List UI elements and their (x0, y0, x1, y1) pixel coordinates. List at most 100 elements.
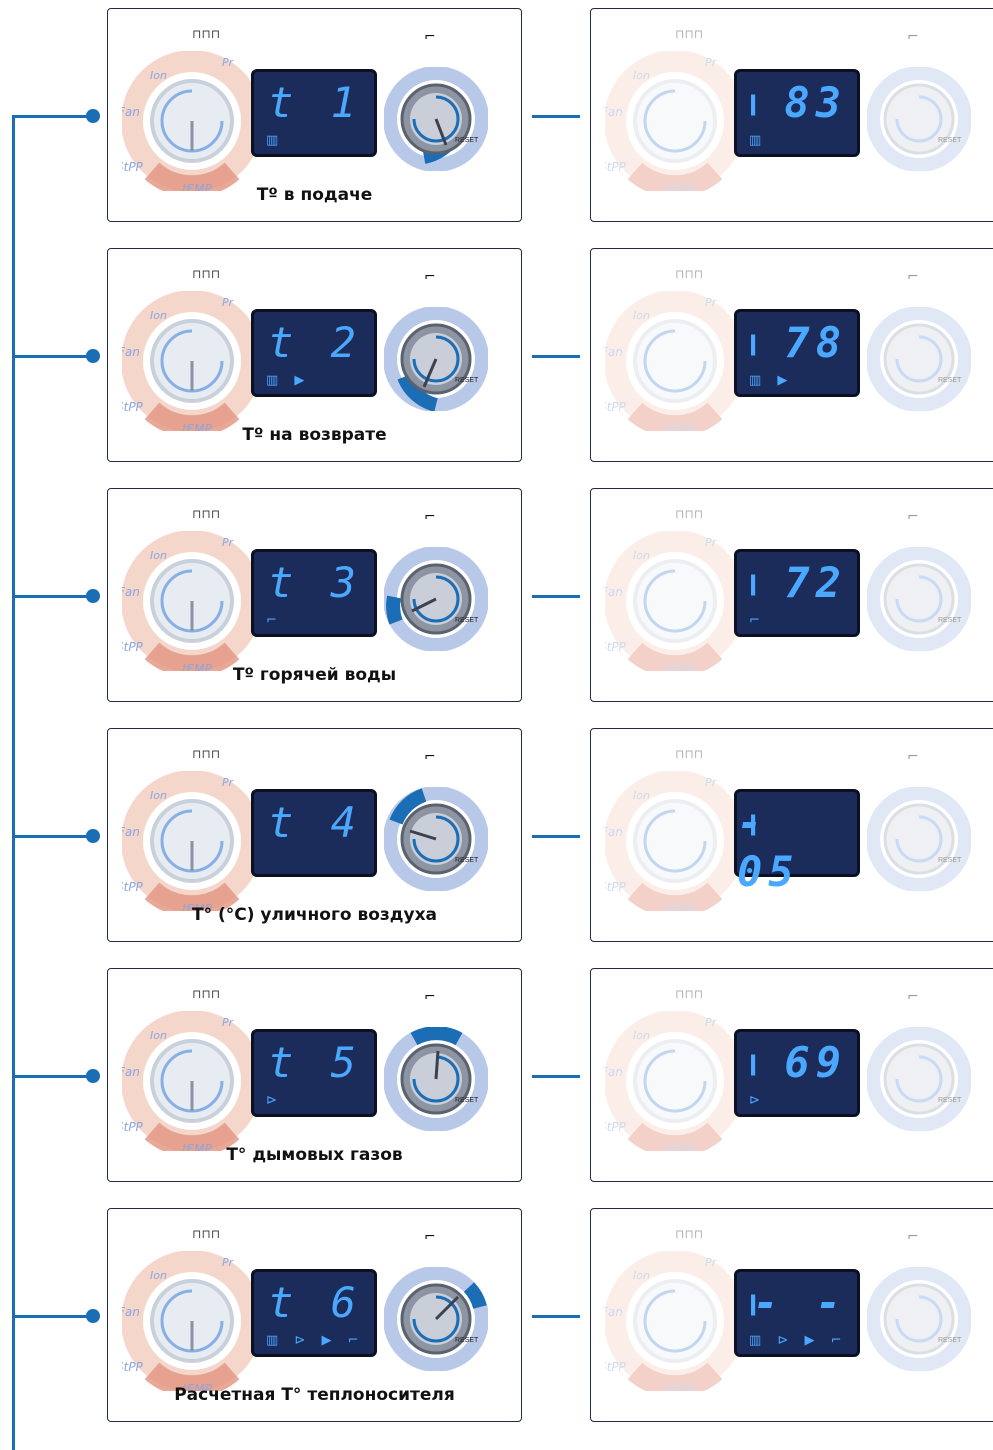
parameter-value-panel: Ion Pr Fan StPP tEMP ⊓⊓⊓ ⌐ ǀ - 05 RESET (590, 728, 993, 942)
parameter-code-panel: Ion Pr Fan StPP tEMP ⊓⊓⊓ ⌐ t 3 ⌐ RESET (107, 488, 522, 702)
dial-label-temp: tEMP (665, 1142, 696, 1151)
selector-knob[interactable] (384, 787, 488, 891)
dial-label-stpp: StPP (605, 640, 627, 654)
lcd-display: ǀ 69 ⊳ (734, 1029, 860, 1117)
left-mode-dial: Ion Pr Fan StPP tEMP (605, 531, 745, 671)
selector-knob[interactable] (867, 307, 971, 411)
connector-to-value (532, 115, 580, 118)
dial-label-stpp: StPP (605, 880, 627, 894)
tap-icon: ⌐ (424, 749, 436, 765)
connector-to-value (532, 595, 580, 598)
tap-icon: ⌐ (424, 989, 436, 1005)
parameter-code: t 1 (268, 78, 362, 127)
tap-icon: ⌐ (424, 509, 436, 525)
parameter-value: 78 (784, 318, 847, 367)
reset-label: RESET (938, 1097, 962, 1104)
radiator-icon: ⊓⊓⊓ (192, 987, 221, 1001)
parameter-code: t 6 (268, 1278, 362, 1327)
menu-row: Ion Pr Fan StPP tEMP ⊓⊓⊓ ⌐ t 6 ▥ ⊳ ▶ ⌐ R… (0, 1200, 993, 1422)
radiator-icon: ⊓⊓⊓ (675, 747, 704, 761)
connector-vertical-line (12, 115, 15, 1450)
dial-label-temp: tEMP (665, 422, 696, 431)
reset-label: RESET (938, 137, 962, 144)
lcd-display: ǀ 78 ▥ ▶ (734, 309, 860, 397)
dial-label-temp: tEMP (665, 182, 696, 191)
radiator-icon: ⊓⊓⊓ (192, 267, 221, 281)
parameter-code: t 3 (268, 558, 362, 607)
selector-knob[interactable] (384, 1267, 488, 1371)
dial-label-ion: Ion (633, 1269, 650, 1282)
dial-label-ion: Ion (633, 789, 650, 802)
connector-dot (86, 829, 100, 843)
dial-label-temp: tEMP (665, 662, 696, 671)
left-mode-dial: Ion Pr Fan StPP tEMP (605, 51, 745, 191)
dial-label-pr: Pr (705, 56, 718, 69)
dial-label-temp: tEMP (182, 1142, 213, 1151)
connector-dot (86, 589, 100, 603)
left-mode-dial: Ion Pr Fan StPP tEMP (122, 1251, 262, 1391)
reset-label: RESET (938, 1337, 962, 1344)
connector-dot (86, 109, 100, 123)
left-mode-dial: Ion Pr Fan StPP tEMP (605, 291, 745, 431)
dial-label-stpp: StPP (122, 160, 144, 174)
dial-label-pr: Pr (222, 296, 235, 309)
lcd-display: t 4 (251, 789, 377, 877)
lcd-display: ǀ 72 ⌐ (734, 549, 860, 637)
lcd-display: ǀ 83 ▥ (734, 69, 860, 157)
thermometer-icon: ǀ (749, 332, 758, 357)
selector-knob[interactable] (867, 67, 971, 171)
lcd-status-icons: ⊳ (749, 1093, 766, 1108)
dial-label-temp: tEMP (665, 902, 696, 911)
selector-knob[interactable] (384, 547, 488, 651)
parameter-code-panel: Ion Pr Fan StPP tEMP ⊓⊓⊓ ⌐ t 4 RESET T (107, 728, 522, 942)
dial-label-stpp: StPP (122, 400, 144, 414)
parameter-code-panel: Ion Pr Fan StPP tEMP ⊓⊓⊓ ⌐ t 1 ▥ RESET (107, 8, 522, 222)
dial-label-fan: Fan (122, 585, 140, 599)
selector-knob[interactable] (867, 1267, 971, 1371)
lcd-status-icons: ▥ ▶ (266, 373, 311, 388)
selector-knob[interactable] (384, 307, 488, 411)
radiator-icon: ⊓⊓⊓ (675, 987, 704, 1001)
selector-knob[interactable] (867, 547, 971, 651)
dial-label-pr: Pr (222, 536, 235, 549)
dial-label-fan: Fan (122, 105, 140, 119)
parameter-value: 83 (784, 78, 847, 127)
left-mode-dial: Ion Pr Fan StPP tEMP (122, 291, 262, 431)
menu-row: Ion Pr Fan StPP tEMP ⊓⊓⊓ ⌐ t 1 ▥ RESET (0, 0, 993, 222)
reset-label: RESET (455, 857, 479, 864)
selector-knob[interactable] (867, 1027, 971, 1131)
dial-label-pr: Pr (222, 1016, 235, 1029)
lcd-display: ǀ - - ▥ ⊳ ▶ ⌐ (734, 1269, 860, 1357)
dial-label-temp: tEMP (665, 1382, 696, 1391)
connector-dot (86, 1309, 100, 1323)
dial-label-stpp: StPP (122, 1360, 144, 1374)
dial-label-temp: tEMP (182, 182, 213, 191)
selector-knob[interactable] (867, 787, 971, 891)
selector-knob[interactable] (384, 67, 488, 171)
radiator-icon: ⊓⊓⊓ (675, 1227, 704, 1241)
parameter-value: - 05 (737, 798, 800, 896)
left-mode-dial: Ion Pr Fan StPP tEMP (605, 1011, 745, 1151)
connector-branch (12, 115, 92, 118)
connector-to-value (532, 835, 580, 838)
dial-label-pr: Pr (705, 536, 718, 549)
dial-label-ion: Ion (633, 549, 650, 562)
selector-knob[interactable] (384, 1027, 488, 1131)
tap-icon: ⌐ (424, 269, 436, 285)
parameter-value: 72 (784, 558, 847, 607)
radiator-icon: ⊓⊓⊓ (192, 507, 221, 521)
reset-label: RESET (455, 137, 479, 144)
thermometer-icon: ǀ (749, 1292, 758, 1317)
radiator-icon: ⊓⊓⊓ (675, 507, 704, 521)
dial-label-fan: Fan (122, 1305, 140, 1319)
dial-label-stpp: StPP (122, 640, 144, 654)
left-mode-dial: Ion Pr Fan StPP tEMP (122, 771, 262, 911)
dial-label-fan: Fan (605, 825, 623, 839)
lcd-display: t 5 ⊳ (251, 1029, 377, 1117)
dial-label-ion: Ion (150, 1029, 167, 1042)
parameter-value-panel: Ion Pr Fan StPP tEMP ⊓⊓⊓ ⌐ ǀ 72 ⌐ RESET (590, 488, 993, 702)
parameter-value-panel: Ion Pr Fan StPP tEMP ⊓⊓⊓ ⌐ ǀ 83 ▥ RESET (590, 8, 993, 222)
left-mode-dial: Ion Pr Fan StPP tEMP (605, 771, 745, 911)
parameter-caption: Tº горячей воды (232, 665, 397, 685)
tap-icon: ⌐ (907, 1229, 919, 1245)
